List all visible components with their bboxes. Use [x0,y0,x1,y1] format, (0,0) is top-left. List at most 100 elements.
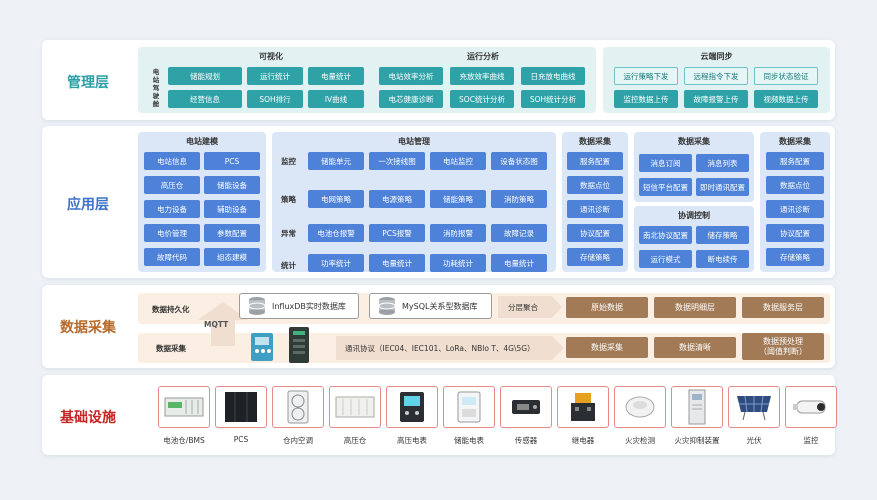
app-btn[interactable]: 功率统计 [308,254,364,272]
app-btn[interactable]: 电池仓报警 [308,224,364,242]
app-btn[interactable]: 电站信息 [144,152,200,170]
mgmt-btn[interactable]: IV曲线 [308,90,364,108]
energy-meter-icon[interactable] [443,386,495,428]
mgmt-btn[interactable]: 监控数据上传 [614,90,678,108]
mgmt-btn[interactable]: 故障报警上传 [684,90,748,108]
station-mgmt-panel-title: 电站管理 [398,137,430,146]
visual-panel-title: 可视化 [259,52,283,61]
mgmt-btn[interactable]: 电量统计 [308,67,364,85]
app-btn[interactable]: 南北协议配置 [639,226,692,244]
app-btn[interactable]: 电价管理 [144,224,200,242]
app-btn[interactable]: 短信平台配置 [639,178,692,196]
relay-icon[interactable] [557,386,609,428]
app-btn[interactable]: 电力设备 [144,200,200,218]
app-btn[interactable]: 存储策略 [766,248,824,266]
collect-panel-2: 数据采集 消息订阅 消息列表 短信平台配置 即时通讯配置 [634,132,754,202]
app-btn[interactable]: 服务配置 [766,152,824,170]
app-btn[interactable]: 高压仓 [144,176,200,194]
app-btn[interactable]: 电量统计 [369,254,425,272]
detail-layer-button[interactable]: 数据明细层 [654,297,736,318]
mgmt-btn[interactable]: 视频数据上传 [754,90,818,108]
app-btn[interactable]: 存储策略 [567,248,623,266]
sensor-icon[interactable] [500,386,552,428]
app-btn[interactable]: 故障记录 [491,224,547,242]
raw-data-button[interactable]: 原始数据 [566,297,648,318]
mgmt-btn[interactable]: 电站效率分析 [379,67,443,85]
app-btn[interactable]: 设备状态图 [491,152,547,170]
smoke-detector-icon[interactable] [614,386,666,428]
data-clean-button[interactable]: 数据清晰 [654,337,736,358]
app-btn[interactable]: 储能单元 [308,152,364,170]
app-btn[interactable]: PCS报警 [369,224,425,242]
mgmt-btn[interactable]: 远程指令下发 [684,67,748,85]
mgmt-btn[interactable]: SOC统计分析 [450,90,514,108]
battery-container-icon[interactable] [158,386,210,428]
management-layer-title: 管理层 [67,75,109,91]
device-label: PCS [233,435,249,444]
app-btn[interactable]: 数据点位 [567,176,623,194]
app-btn[interactable]: 电站监控 [430,152,486,170]
app-btn[interactable]: 储存策略 [696,226,749,244]
mgmt-btn[interactable]: SOH统计分析 [521,90,585,108]
app-btn[interactable]: 通讯诊断 [766,200,824,218]
app-btn[interactable]: 服务配置 [567,152,623,170]
app-btn[interactable]: 通讯诊断 [567,200,623,218]
mgmt-btn[interactable]: 经营信息 [168,90,242,108]
app-btn[interactable]: 参数配置 [204,224,260,242]
solar-panel-icon[interactable] [728,386,780,428]
app-btn[interactable]: 断电续传 [696,250,749,268]
app-btn[interactable]: 消防策略 [491,190,547,208]
app-btn[interactable]: 功耗统计 [430,254,486,272]
mgmt-btn[interactable]: 充放效率曲线 [450,67,514,85]
app-btn[interactable]: 组态建模 [204,248,260,266]
management-layer: 管理层 可视化 电站驾驶舱 储能规划 运行统计 电量统计 经营信息 SOH排行 … [42,40,835,120]
device-label: 高压仓 [343,436,367,445]
cctv-camera-icon[interactable] [785,386,837,428]
collect-panel-1: 数据采集 服务配置 数据点位 通讯诊断 协议配置 存储策略 [562,132,628,272]
mgmt-btn[interactable]: 储能规划 [168,67,242,85]
app-btn[interactable]: 协议配置 [766,224,824,242]
app-btn[interactable]: 故障代码 [144,248,200,266]
pcs-cabinet-icon[interactable] [215,386,267,428]
cloud-sync-panel-title: 云端同步 [700,52,733,61]
fire-suppression-icon[interactable] [671,386,723,428]
app-btn[interactable]: 数据点位 [766,176,824,194]
high-voltage-meter-icon[interactable] [386,386,438,428]
mgmt-btn[interactable]: 日充放电曲线 [521,67,585,85]
app-btn[interactable]: PCS [204,152,260,170]
app-btn[interactable]: 协议配置 [567,224,623,242]
data-collect-button[interactable]: 数据采集 [566,337,648,358]
collect-panel-1-title: 数据采集 [579,137,611,146]
app-btn[interactable]: 储能策略 [430,190,486,208]
influxdb-box[interactable]: InfluxDB实时数据库 [239,293,359,319]
mgmt-btn[interactable]: 电芯健康诊断 [379,90,443,108]
app-btn[interactable]: 一次接线图 [369,152,425,170]
collect-panel-3: 数据采集 服务配置 数据点位 通讯诊断 协议配置 存储策略 [760,132,830,272]
app-btn[interactable]: 电量统计 [491,254,547,272]
app-btn[interactable]: 消防报警 [430,224,486,242]
mysql-box[interactable]: MySQL关系型数据库 [369,293,492,319]
data-preprocess-button[interactable]: 数据预处理 （阈值判断） [742,333,824,360]
app-btn[interactable]: 电网策略 [308,190,364,208]
service-layer-button[interactable]: 数据服务层 [742,297,824,318]
mgmt-btn[interactable]: 运行策略下发 [614,67,678,85]
app-btn[interactable]: 电源策略 [369,190,425,208]
app-btn[interactable]: 消息列表 [696,154,749,172]
mgmt-btn[interactable]: SOH排行 [247,90,303,108]
mgmt-btn[interactable]: 运行统计 [247,67,303,85]
air-conditioner-icon[interactable] [272,386,324,428]
analysis-panel-title: 运行分析 [467,52,499,61]
device-label: 高压电表 [397,436,427,445]
app-btn[interactable]: 消息订阅 [639,154,692,172]
app-btn[interactable]: 储能设备 [204,176,260,194]
mgmt-btn[interactable]: 同步状态验证 [754,67,818,85]
high-voltage-cabin-icon[interactable] [329,386,381,428]
protocol-arrow [336,336,564,360]
collect-panel-2-title: 数据采集 [678,137,710,146]
app-btn[interactable]: 辅助设备 [204,200,260,218]
infrastructure-layer: 基础设施 电池仓/BMS PCS 仓内空调 高压仓 高压电表 储能电表 传感器 … [42,375,837,455]
app-btn[interactable]: 即时通讯配置 [696,178,749,196]
database-icon [378,297,396,315]
app-btn[interactable]: 运行模式 [639,250,692,268]
row-label-alarm: 异常 [281,229,296,238]
